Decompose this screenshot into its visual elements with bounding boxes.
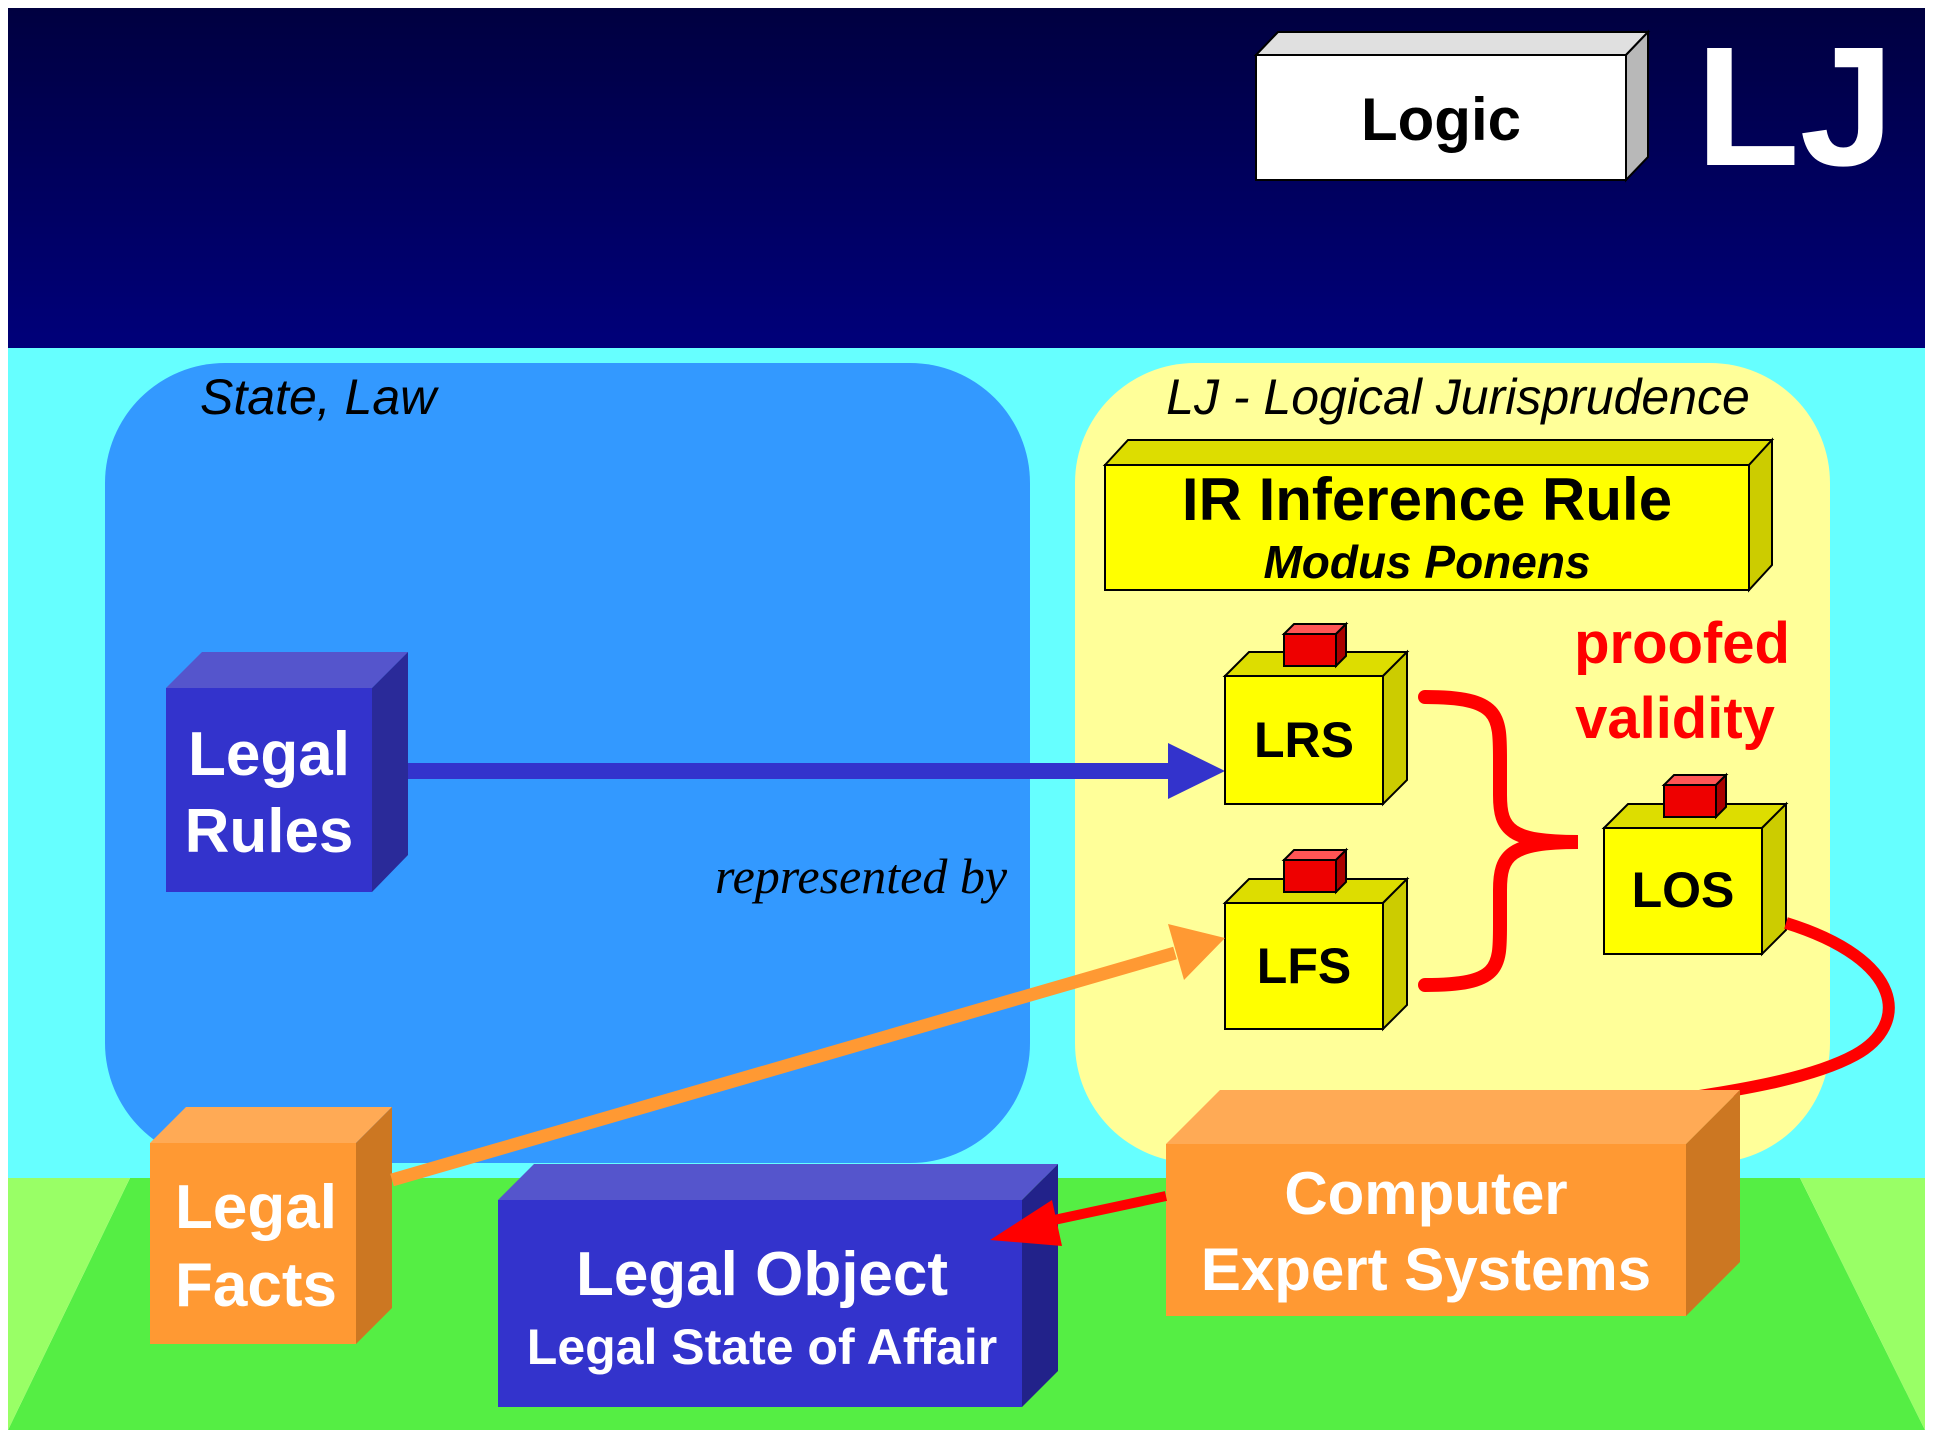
legal-facts-box: Legal Facts — [150, 1107, 392, 1344]
inference-rule-title: IR Inference Rule — [1182, 466, 1672, 533]
legal-object-line-1: Legal Object — [576, 1240, 948, 1309]
rules-to-lrs-arrowhead — [1168, 743, 1225, 799]
logic-box: Logic — [1253, 29, 1651, 183]
expert-to-object-arrow — [1038, 1191, 1168, 1228]
los-label: LOS — [1632, 862, 1735, 918]
proofed-label: proofed — [1574, 611, 1790, 676]
legal-rules-line-2: Rules — [185, 797, 354, 866]
inference-rule-subtitle: Modus Ponens — [1263, 536, 1590, 588]
validity-brace — [1418, 690, 1579, 992]
state-law-label: State, Law — [200, 369, 439, 425]
legal-facts-line-2: Facts — [175, 1251, 337, 1320]
lfs-red-cap — [1281, 847, 1349, 895]
legal-object-line-2: Legal State of Affair — [527, 1319, 997, 1375]
lj-region-label: LJ - Logical Jurisprudence — [1166, 369, 1750, 425]
lrs-label: LRS — [1254, 712, 1354, 768]
legal-rules-box: Legal Rules — [166, 652, 408, 892]
ground-right-edge — [1800, 1178, 1925, 1430]
legal-rules-line-1: Legal — [188, 720, 350, 789]
brand-title: LJ — [1696, 12, 1894, 202]
expert-systems-box: Computer Expert Systems — [1166, 1090, 1740, 1316]
lrs-red-cap — [1281, 621, 1349, 669]
validity-label: validity — [1575, 686, 1775, 751]
facts-to-lfs-arrow — [390, 946, 1177, 1187]
facts-to-lfs-arrowhead — [1168, 924, 1225, 980]
represented-by-label: represented by — [715, 848, 1008, 904]
los-red-cap — [1661, 772, 1729, 820]
legal-facts-line-1: Legal — [175, 1173, 337, 1242]
expert-systems-line-2: Expert Systems — [1201, 1236, 1651, 1303]
lfs-box: LFS — [1222, 847, 1410, 1032]
expert-to-object-arrowhead — [990, 1200, 1062, 1246]
logic-label: Logic — [1361, 86, 1521, 153]
expert-systems-line-1: Computer — [1284, 1160, 1567, 1227]
lfs-label: LFS — [1257, 938, 1351, 994]
legal-object-box: Legal Object Legal State of Affair — [498, 1164, 1058, 1407]
los-box: LOS — [1601, 772, 1789, 957]
inference-rule-box: IR Inference Rule Modus Ponens — [1102, 437, 1775, 593]
ground-left-edge — [8, 1178, 130, 1430]
lrs-box: LRS — [1222, 621, 1410, 807]
